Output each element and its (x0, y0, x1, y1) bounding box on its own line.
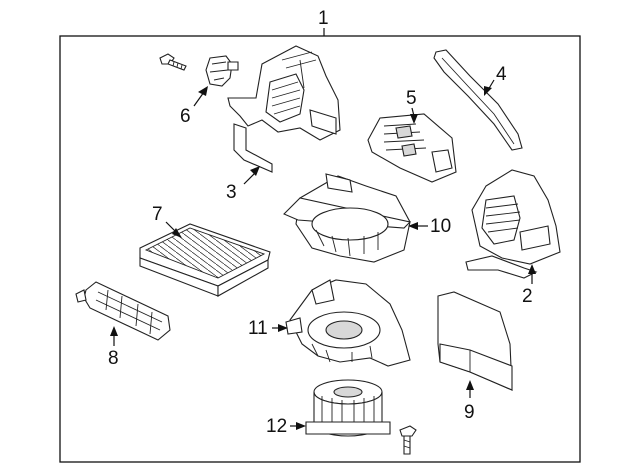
callout-8: 8 (108, 326, 119, 369)
callout-12: 12 (266, 416, 306, 437)
callout-4: 4 (484, 64, 507, 96)
part-12-screw (399, 425, 417, 455)
callout-6-number: 6 (180, 106, 191, 127)
callout-10: 10 (408, 216, 451, 237)
part-5-door-assembly (367, 113, 457, 183)
part-3-upper-housing (227, 45, 341, 173)
part-10-blower-case (283, 173, 412, 263)
callout-5-number: 5 (406, 88, 417, 109)
diagram-frame (59, 35, 581, 463)
callout-10-number: 10 (430, 216, 451, 237)
callout-8-number: 8 (108, 348, 119, 369)
callout-7: 7 (152, 204, 182, 238)
part-6-screw (159, 53, 187, 71)
callout-9-number: 9 (464, 402, 475, 423)
callout-4-number: 4 (496, 64, 507, 85)
callout-3-number: 3 (226, 182, 237, 203)
part-11-scroll-case (285, 279, 411, 367)
callout-12-number: 12 (266, 416, 287, 437)
part-8-intake-door (75, 281, 171, 341)
callout-9: 9 (464, 380, 475, 423)
part-12-blower-motor (305, 379, 391, 437)
callout-7-number: 7 (152, 204, 163, 225)
part-4-seal-strip (433, 49, 523, 151)
callout-6: 6 (180, 86, 208, 127)
callout-2-number: 2 (522, 286, 533, 307)
part-6-clip (205, 55, 239, 87)
callout-11-number: 11 (248, 318, 268, 339)
part-2-housing (465, 169, 561, 279)
callout-1-number: 1 (318, 8, 329, 29)
callout-1: 1 (318, 8, 329, 36)
part-9-duct (437, 291, 513, 391)
part-7-cabin-filter (139, 223, 271, 297)
callout-5: 5 (406, 88, 418, 124)
callout-2: 2 (522, 264, 536, 307)
callout-3: 3 (226, 166, 260, 203)
callout-11: 11 (248, 318, 288, 339)
